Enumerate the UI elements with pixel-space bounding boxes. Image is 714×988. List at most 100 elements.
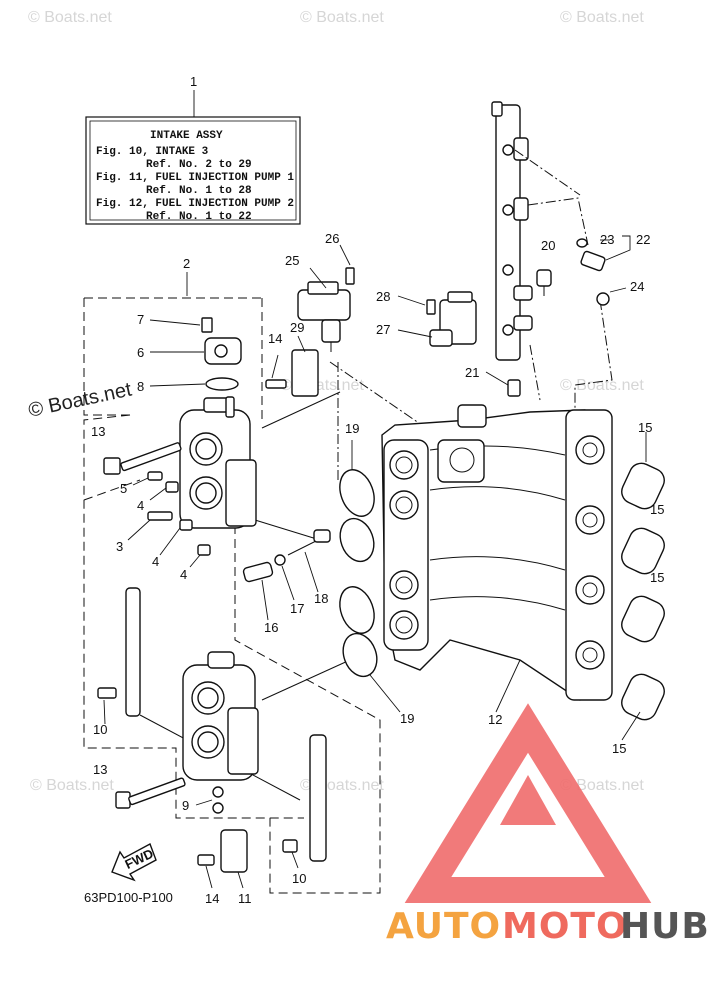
legend-line-5: Fig. 12, FUEL INJECTION PUMP 2 [96,198,294,210]
part-20 [536,269,552,287]
callout-4a: 4 [137,498,144,513]
diagram-code: 63PD100-P100 [84,890,173,905]
callouts: 2 3 4 4 4 5 6 7 8 9 10 10 11 12 13 13 14… [91,231,664,906]
linkage-parts [242,529,331,621]
fwd-arrow: FWD [111,843,157,882]
part-13-bolt-upper [120,442,182,472]
gaskets-19 [339,440,401,713]
sensor-25 [297,244,355,352]
part-4b [179,519,193,531]
part-17 [274,554,286,566]
part-7-screw [201,317,213,333]
part-13-bolt-lower [128,777,186,806]
callout-13b: 13 [93,762,107,777]
callout-7: 7 [137,312,144,327]
part-10-bolt-left [97,687,117,699]
part-5 [147,471,163,481]
sensor-27 [397,291,477,347]
logo-text-auto: AUTO [386,906,501,947]
fuel-rail [491,101,613,415]
watermark-mid-right: © Boats.net [560,377,644,394]
part-9-washer [212,786,224,798]
watermark-top-right: © Boats.net [560,9,644,26]
part-21 [485,371,521,397]
callout-4b: 4 [152,554,159,569]
part-14-bolt-lower [197,854,215,866]
callout-17: 17 [290,601,304,616]
callout-16: 16 [264,620,278,635]
legend-line-1: Fig. 10, INTAKE 3 [96,146,209,158]
callout-27: 27 [376,322,390,337]
part-4c [197,544,211,556]
lower-throttle-body [97,587,327,889]
callout-6: 6 [137,345,144,360]
callout-10a: 10 [93,722,107,737]
callout-5: 5 [120,481,127,496]
callout-1: 1 [190,74,197,89]
callout-20: 20 [541,238,555,253]
callout-8: 8 [137,379,144,394]
part-29-bracket [291,349,319,397]
callout-23: 23 [600,232,614,247]
callout-13a: 13 [91,424,105,439]
part-22-injector [580,250,606,272]
callout-11: 11 [238,891,252,906]
logo-mark [404,703,652,903]
part-24 [596,292,610,306]
callout-15c: 15 [650,570,664,585]
injector-parts [536,235,631,306]
callout-28: 28 [376,289,390,304]
callout-19b: 19 [400,711,414,726]
part-28-screw [426,299,436,315]
watermark-top-left: © Boats.net [28,9,112,26]
automotohub-logo: AUTO MOTO HUB [386,703,710,947]
callout-10b: 10 [292,871,306,886]
part-13-bolt-upper-head [103,457,121,475]
plate-right [309,734,327,862]
part-13-bolt-lower-head [115,791,131,809]
callout-15b: 15 [650,502,664,517]
gaskets-15 [621,432,665,741]
part-23-oring [576,238,588,248]
part-3 [147,511,173,521]
callout-22: 22 [636,232,650,247]
callout-18: 18 [314,591,328,606]
left-fasteners [103,335,319,568]
callout-12: 12 [488,712,502,727]
legend-line-3: Fig. 11, FUEL INJECTION PUMP 1 [96,172,294,184]
part-8-oring [205,377,239,391]
part-16 [242,561,274,583]
watermark-top-center: © Boats.net [300,9,384,26]
part-14-bolt-upper [265,379,287,389]
part-26-screw [345,267,355,285]
callout-15a: 15 [638,420,652,435]
callout-29: 29 [290,320,304,335]
callout-2: 2 [183,256,190,271]
intake-manifold-12 [381,404,613,713]
callout-26: 26 [325,231,339,246]
legend-line-4: Ref. No. 1 to 28 [146,185,252,197]
callout-25: 25 [285,253,299,268]
callout-14b: 14 [205,891,219,906]
legend-line-6: Ref. No. 1 to 22 [146,211,252,223]
callout-3: 3 [116,539,123,554]
callout-4c: 4 [180,567,187,582]
logo-text-hub: HUB [620,906,710,947]
callout-15d: 15 [612,741,626,756]
callout-14a: 14 [268,331,282,346]
logo-text-moto: MOTO [502,906,628,947]
legend-box: 1 INTAKE ASSY Fig. 10, INTAKE 3 Ref. No.… [85,74,301,225]
callout-19a: 19 [345,421,359,436]
part-11-bracket [220,829,248,873]
part-18 [313,529,331,543]
watermark-bottom-left: © Boats.net [30,777,114,794]
legend-line-2: Ref. No. 2 to 29 [146,159,252,171]
part-4a [165,481,179,493]
callout-21: 21 [465,365,479,380]
upper-throttle-body [149,317,257,529]
legend-title: INTAKE ASSY [150,130,223,142]
callout-9: 9 [182,798,189,813]
callout-24: 24 [630,279,644,294]
watermark-left-strong: © Boats.net [26,378,134,421]
